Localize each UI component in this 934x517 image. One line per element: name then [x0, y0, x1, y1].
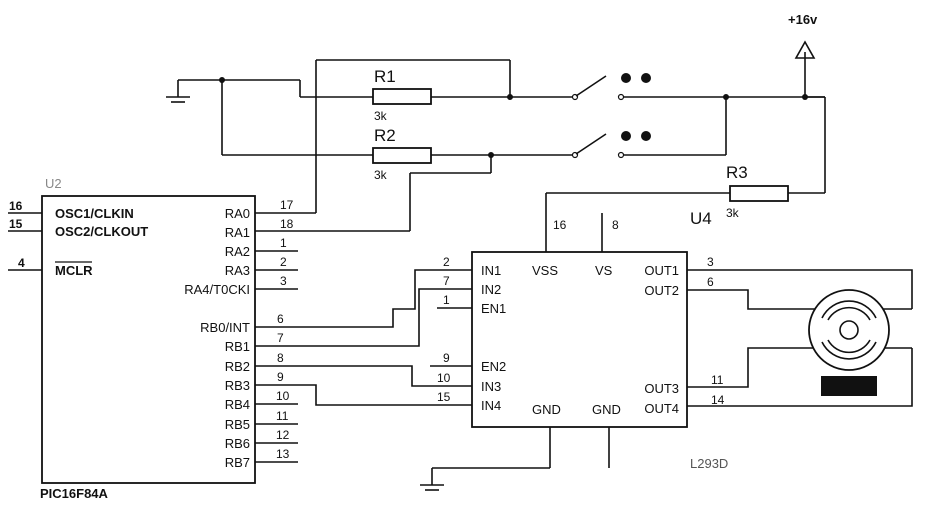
mcu-pin-num-7: 7	[277, 331, 284, 345]
mcu-pin-num-1: 1	[280, 236, 287, 250]
resistor-r2	[372, 147, 432, 164]
driver-pin-14-num: 14	[711, 393, 725, 407]
driver-pin-vs: VS	[595, 263, 613, 278]
resistor-r3	[729, 185, 789, 202]
r2-value: 3k	[374, 168, 388, 182]
mcu-pin-ra1: RA1	[225, 225, 250, 240]
mcu-pin-num-18: 18	[280, 217, 294, 231]
driver-pin-10-num: 10	[437, 371, 451, 385]
mcu-pin-rb1: RB1	[225, 339, 250, 354]
mcu-pin-num-8: 8	[277, 351, 284, 365]
driver-pin-out1: OUT1	[644, 263, 679, 278]
r3-value: 3k	[726, 206, 740, 220]
driver-chip: U4 L293D 16 8 VSS VS 2 7 1 9 10 15 IN1 I…	[437, 209, 728, 471]
driver-pin-in2: IN2	[481, 282, 501, 297]
driver-gnd-1: GND	[532, 402, 561, 417]
resistor-r1	[372, 88, 432, 105]
driver-pin-in3: IN3	[481, 379, 501, 394]
mcu-pin-rb2: RB2	[225, 359, 250, 374]
motor-wires	[687, 269, 913, 407]
mcu-pin-num-10: 10	[276, 389, 290, 403]
r1-ref: R1	[374, 67, 396, 86]
mcu-pin-osc2: OSC2/CLKOUT	[55, 224, 148, 239]
mcu-pin-ra3: RA3	[225, 263, 250, 278]
mcu-chip: U2 PIC16F84A 16 15 4 OSC1/CLKIN OSC2/CLK…	[8, 176, 410, 501]
driver-pin-11-num: 11	[711, 373, 724, 387]
driver-pin-en1: EN1	[481, 301, 506, 316]
driver-pin-3-num: 3	[707, 255, 714, 269]
mcu-pin-rb3: RB3	[225, 378, 250, 393]
driver-pin-15-num: 15	[437, 390, 451, 404]
mcu-part: PIC16F84A	[40, 486, 109, 501]
mcu-pin-rb6: RB6	[225, 436, 250, 451]
mcu-pin-num-12: 12	[276, 428, 290, 442]
signal-wires	[298, 269, 472, 406]
driver-pin-in4: IN4	[481, 398, 501, 413]
mcu-pin-mclr: MCLR	[55, 263, 93, 278]
mcu-pin-15-num: 15	[9, 217, 23, 231]
supply-symbol: +16v	[788, 12, 825, 98]
driver-pin-8-num: 8	[612, 218, 619, 232]
mcu-pin-rb7: RB7	[225, 455, 250, 470]
mcu-pin-rb0: RB0/INT	[200, 320, 250, 335]
driver-pin-out3: OUT3	[644, 381, 679, 396]
driver-pin-en2: EN2	[481, 359, 506, 374]
mcu-pin-ra2: RA2	[225, 244, 250, 259]
r3-ref: R3	[726, 163, 748, 182]
switch-1	[571, 73, 651, 101]
mcu-pin-4-num: 4	[18, 256, 25, 270]
mcu-pin-num-17: 17	[280, 198, 294, 212]
driver-pin-1-num: 1	[443, 293, 450, 307]
driver-pin-in1: IN1	[481, 263, 501, 278]
mcu-ref: U2	[45, 176, 62, 191]
r2-ref: R2	[374, 126, 396, 145]
mcu-pin-num-6: 6	[277, 312, 284, 326]
stepper-motor	[808, 289, 890, 396]
driver-pin-out4: OUT4	[644, 401, 679, 416]
driver-ref: U4	[690, 209, 712, 228]
driver-pin-vss: VSS	[532, 263, 558, 278]
driver-gnd-2: GND	[592, 402, 621, 417]
driver-pin-out2: OUT2	[644, 283, 679, 298]
mcu-pin-num-2: 2	[280, 255, 287, 269]
mcu-pin-num-3: 3	[280, 274, 287, 288]
driver-pin-7-num: 7	[443, 274, 450, 288]
mcu-pin-num-13: 13	[276, 447, 290, 461]
mcu-pin-num-11: 11	[276, 409, 289, 423]
supply-label: +16v	[788, 12, 818, 27]
mcu-pin-osc1: OSC1/CLKIN	[55, 206, 134, 221]
mcu-pin-rb4: RB4	[225, 397, 250, 412]
ground-symbol-top	[166, 79, 222, 103]
mcu-pin-num-9: 9	[277, 370, 284, 384]
mcu-pin-ra4: RA4/T0CKI	[184, 282, 250, 297]
driver-part: L293D	[690, 456, 728, 471]
r1-value: 3k	[374, 109, 388, 123]
driver-pin-2-num: 2	[443, 255, 450, 269]
driver-pin-9-num: 9	[443, 351, 450, 365]
ground-symbol-bottom	[420, 467, 550, 491]
mcu-pin-rb5: RB5	[225, 417, 250, 432]
switch-2	[571, 131, 651, 159]
driver-pin-6-num: 6	[707, 275, 714, 289]
driver-pin-16-num: 16	[553, 218, 567, 232]
mcu-pin-16-num: 16	[9, 199, 23, 213]
mcu-pin-ra0: RA0	[225, 206, 250, 221]
